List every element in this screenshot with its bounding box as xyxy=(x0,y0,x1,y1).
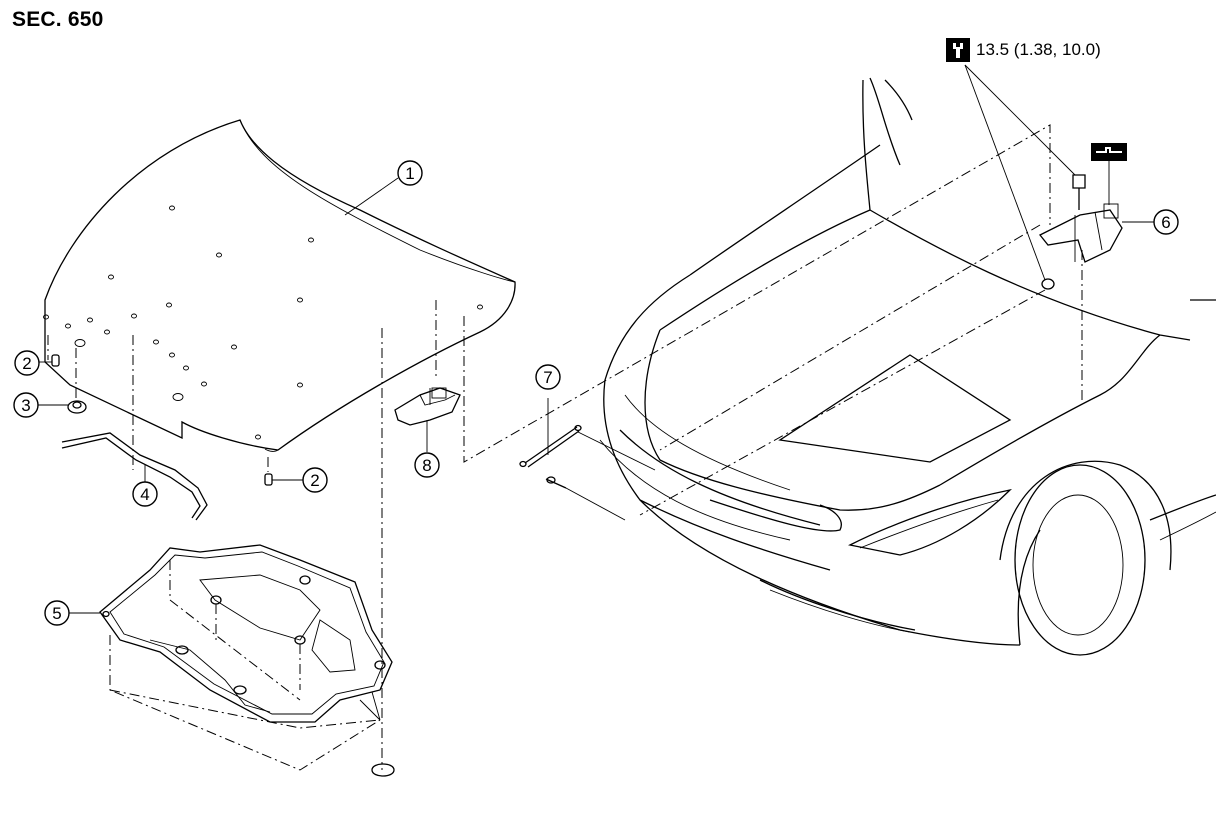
torque-spec: 13.5 (1.38, 10.0) xyxy=(946,38,1101,62)
hood-hinge xyxy=(1038,174,1123,290)
callout-2b: 2 xyxy=(272,467,328,493)
washer-tube xyxy=(61,432,208,521)
callout-2a-label: 2 xyxy=(22,354,31,373)
callout-5: 5 xyxy=(44,600,100,626)
hood-lock-striker xyxy=(394,387,461,426)
callout-7-label: 7 xyxy=(543,368,552,387)
car-body xyxy=(599,77,1216,656)
callout-3: 3 xyxy=(13,392,68,418)
hood-panel xyxy=(44,119,516,452)
clip xyxy=(371,763,395,777)
callout-6: 6 xyxy=(1122,209,1179,235)
callout-6-label: 6 xyxy=(1161,213,1170,232)
callout-4-label: 4 xyxy=(140,485,149,504)
callout-2a: 2 xyxy=(14,350,52,376)
car-leaders xyxy=(639,224,1083,516)
torque-value: 13.5 (1.38, 10.0) xyxy=(976,40,1101,59)
callout-2b-label: 2 xyxy=(310,471,319,490)
hood-stay xyxy=(519,398,656,521)
callout-8-label: 8 xyxy=(422,456,431,475)
grease-icon xyxy=(1091,143,1127,205)
section-title: SEC. 650 xyxy=(12,8,104,31)
torque-wrench-icon xyxy=(946,38,970,62)
callout-1: 1 xyxy=(344,160,423,216)
hood-insulator xyxy=(99,544,393,771)
hood-holes xyxy=(43,205,483,440)
hood-leaders xyxy=(47,124,1051,770)
callout-3-label: 3 xyxy=(21,396,30,415)
callout-7: 7 xyxy=(535,364,561,390)
grommet xyxy=(67,400,87,414)
callout-4: 4 xyxy=(132,465,158,507)
callout-8: 8 xyxy=(414,420,440,478)
callout-5-label: 5 xyxy=(52,604,61,623)
bumper-rubber xyxy=(51,354,273,486)
callout-1-label: 1 xyxy=(405,164,414,183)
torque-leaders xyxy=(964,64,1076,281)
